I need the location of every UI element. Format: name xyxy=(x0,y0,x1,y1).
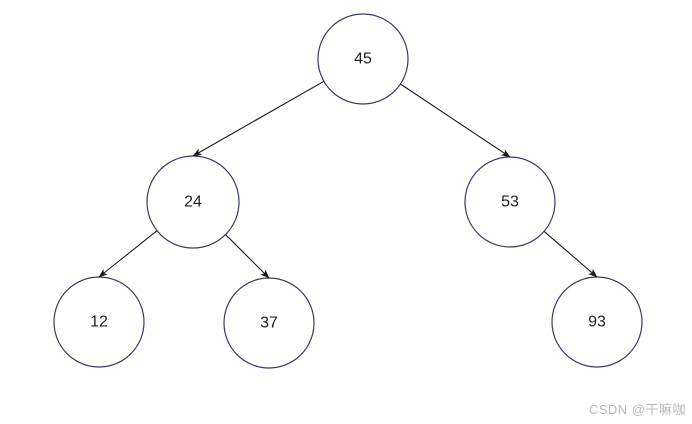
watermark: CSDN @干嘛咖 xyxy=(588,402,686,417)
tree-edge xyxy=(225,234,270,279)
tree-node-label: 45 xyxy=(354,51,372,68)
tree-edge xyxy=(98,230,158,278)
tree-edge xyxy=(543,230,598,278)
tree-node-label: 37 xyxy=(260,315,278,332)
tree-node xyxy=(317,13,409,105)
tree-node-label: 24 xyxy=(184,194,202,211)
tree-node-label: 93 xyxy=(588,314,606,331)
tree-edge xyxy=(192,80,325,157)
tree-edge xyxy=(400,83,511,158)
tree-nodes: 45 24 53 12 37 93 xyxy=(53,13,643,369)
tree-edges xyxy=(98,80,598,279)
tree-node-label: 53 xyxy=(501,194,519,211)
tree-node-label: 12 xyxy=(90,314,108,331)
